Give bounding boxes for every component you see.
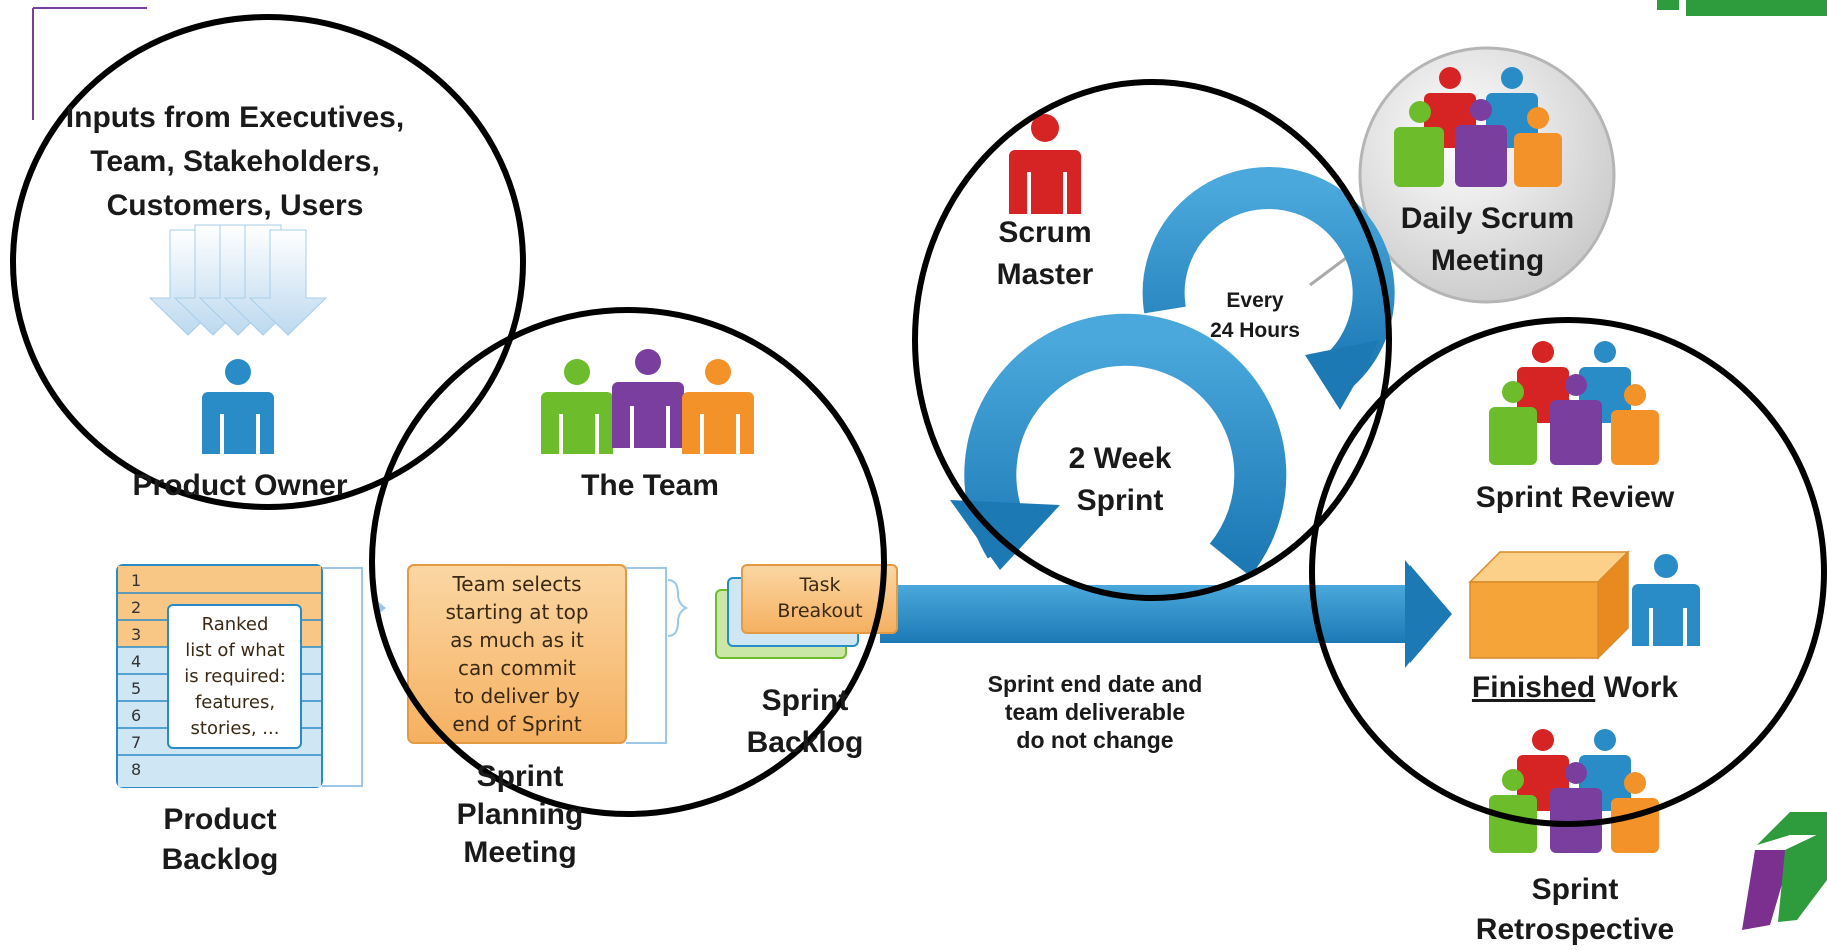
scrum-master-icon <box>1009 114 1081 214</box>
backlog-number: 1 <box>131 571 141 590</box>
sprint-annotation-circle <box>912 79 1392 601</box>
two-week-sprint-label: 2 Week Sprint <box>1068 442 1172 517</box>
annotation-circles <box>10 14 1827 827</box>
sprint-retrospective-label: Sprint Retrospective <box>1475 873 1675 946</box>
sprint-review-group-icon <box>1489 341 1659 465</box>
finished-work-person-icon <box>1632 554 1700 646</box>
daily-cycle-arrow <box>1142 167 1395 410</box>
sprint-backlog-stack <box>715 564 898 659</box>
backlog-number: 8 <box>131 760 141 779</box>
sprint-end-label: Sprint end date and team deliverable do … <box>987 671 1203 753</box>
backlog-number: 3 <box>131 625 141 644</box>
planning-annotation-circle <box>369 307 887 817</box>
sprint-backlog-label: Sprint Backlog <box>746 684 864 759</box>
product-owner-label: Product Owner <box>132 469 348 502</box>
daily-scrum-label: Daily Scrum Meeting <box>1400 202 1575 277</box>
backlog-number: 4 <box>131 652 141 671</box>
main-flow-arrow <box>880 560 1452 668</box>
daily-scrum-group-icon <box>1394 67 1562 187</box>
team-selects-text: Team selects starting at top as much as … <box>445 572 589 736</box>
every-24-hours-label: Every 24 Hours <box>1210 289 1300 342</box>
review-annotation-circle <box>1309 317 1827 827</box>
inputs-label: Inputs from Executives, Team, Stakeholde… <box>65 101 405 222</box>
finished-work-cube <box>1468 550 1630 660</box>
ranked-list-text: Ranked list of what is required: feature… <box>184 614 286 739</box>
finished-work-rest: Work <box>1595 671 1679 704</box>
inputs-annotation-circle <box>10 14 526 510</box>
scrum-master-label: Scrum Master <box>996 216 1094 291</box>
product-owner-icon <box>202 359 274 454</box>
logo-bottom-right <box>1742 812 1827 930</box>
backlog-number: 7 <box>131 733 141 752</box>
backlog-number: 5 <box>131 679 141 698</box>
team-icon <box>541 349 754 454</box>
finished-underlined: Finished <box>1471 671 1596 704</box>
sprint-planning-box <box>407 564 689 744</box>
backlog-number: 2 <box>131 598 141 617</box>
task-breakout-text: Task Breakout <box>777 574 863 622</box>
sprint-review-label: Sprint Review <box>1475 481 1675 514</box>
finished-work-label: Finished Work <box>1460 670 1690 706</box>
inputs-arrows <box>148 224 328 336</box>
sprint-planning-label: Sprint Planning Meeting <box>456 760 584 869</box>
product-backlog-label: Product Backlog <box>161 803 279 876</box>
backlog-number: 6 <box>131 706 141 725</box>
product-backlog-list <box>116 564 363 788</box>
backlog-numbers: 1 2 3 4 5 6 7 8 <box>131 571 141 779</box>
the-team-label: The Team <box>581 469 719 502</box>
sprint-retrospective-group-icon <box>1489 729 1659 853</box>
logo-top-right <box>1657 0 1827 16</box>
corner-decoration <box>32 7 147 120</box>
